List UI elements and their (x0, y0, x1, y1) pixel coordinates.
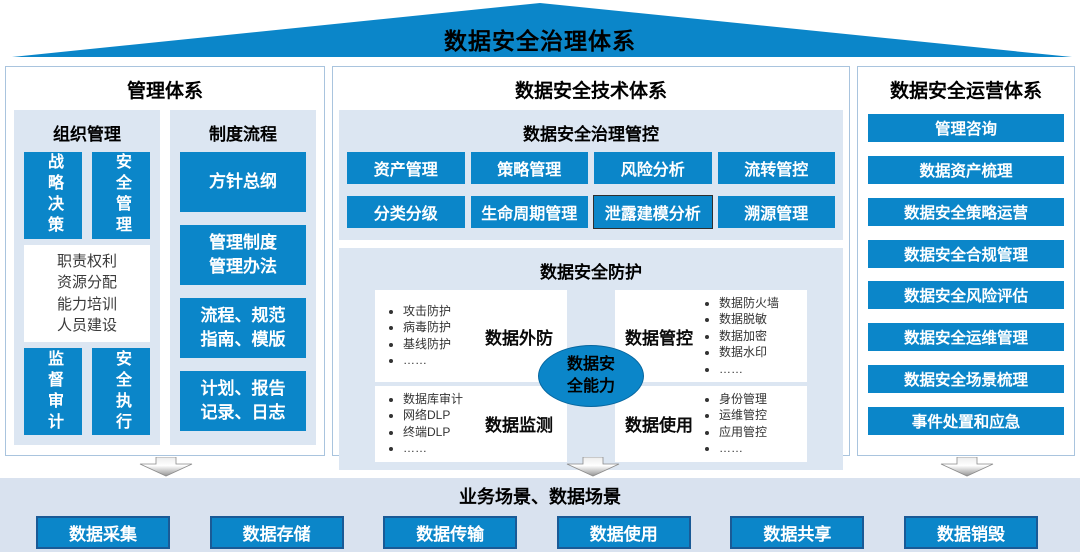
bottom-band: 业务场景、数据场景 数据采集 数据存储 数据传输 数据使用 数据共享 数据销毁 (0, 478, 1080, 552)
classification-grading-button: 分类分级 (347, 196, 465, 228)
bullet-item: 数据库审计 (403, 392, 477, 407)
govern-section: 数据安全治理管控 资产管理 策略管理 风险分析 流转管控 分类分级 生命周期管理… (339, 110, 843, 240)
policy-management-button: 策略管理 (470, 152, 588, 184)
top-banner: 数据安全治理体系 (0, 0, 1080, 58)
protect-quadrants: 攻击防护 病毒防护 基线防护 …… 数据外防 数据管控 数据防火墙 数据脱敏 数… (375, 290, 807, 462)
org-top-row: 战略决策 安全管理 (24, 152, 150, 239)
org-management-title: 组织管理 (53, 125, 121, 144)
data-sharing-button: 数据共享 (730, 516, 865, 549)
data-control-box: 数据管控 数据防火墙 数据脱敏 数据加密 数据水印 …… (615, 290, 807, 382)
data-monitoring-box: 数据库审计 网络DLP 终端DLP …… 数据监测 (375, 386, 567, 462)
bottom-band-title: 业务场景、数据场景 (459, 487, 621, 507)
main-row: 管理体系 组织管理 战略决策 安全管理 职责权利 资源分配 能力培训 人员建设 … (5, 66, 1075, 470)
banner-triangle-shape (12, 3, 1072, 57)
data-monitoring-label: 数据监测 (485, 416, 553, 436)
management-consulting-button: 管理咨询 (868, 114, 1064, 142)
data-usage-list: 身份管理 运维管控 应用管控 …… (701, 390, 797, 458)
bullet-item: …… (403, 353, 477, 368)
leak-modeling-analysis-button: 泄露建模分析 (593, 195, 713, 229)
external-defense-label: 数据外防 (485, 328, 553, 348)
data-transmission-button: 数据传输 (383, 516, 518, 549)
process-button-list: 方针总纲 管理制度 管理办法 流程、规范 指南、模版 计划、报告 记录、日志 (180, 152, 306, 431)
plan-report-button: 计划、报告 记录、日志 (180, 371, 306, 431)
data-destruction-button: 数据销毁 (903, 516, 1038, 549)
bullet-item: 病毒防护 (403, 320, 477, 335)
bullet-item: 数据脱敏 (719, 312, 797, 327)
security-management-button: 安全管理 (92, 152, 150, 239)
strategy-decision-button: 战略决策 (24, 152, 82, 239)
tech-panel-title: 数据安全技术体系 (514, 81, 667, 102)
data-monitoring-list: 数据库审计 网络DLP 终端DLP …… (385, 390, 477, 458)
down-arrow-icon (139, 457, 193, 477)
flow-control-button: 流转管控 (717, 152, 835, 184)
org-management-section: 组织管理 战略决策 安全管理 职责权利 资源分配 能力培训 人员建设 监督审计 … (14, 110, 160, 445)
data-security-capability-ellipse: 数据安 全能力 (538, 344, 644, 407)
process-specification-button: 流程、规范 指南、模版 (180, 298, 306, 358)
bullet-item: …… (403, 441, 477, 456)
tech-panel: 数据安全技术体系 数据安全治理管控 资产管理 策略管理 风险分析 流转管控 分类… (332, 66, 850, 470)
data-storage-button: 数据存储 (209, 516, 344, 549)
asset-management-button: 资产管理 (347, 152, 465, 184)
bullet-item: 网络DLP (403, 408, 477, 423)
data-usage-button: 数据使用 (556, 516, 691, 549)
om-management-button: 数据安全运维管理 (868, 323, 1064, 352)
lifecycle-management-button: 生命周期管理 (470, 196, 588, 228)
policy-outline-button: 方针总纲 (180, 152, 306, 212)
data-usage-label: 数据使用 (625, 416, 693, 436)
management-system-button: 管理制度 管理办法 (180, 225, 306, 285)
external-defense-box: 攻击防护 病毒防护 基线防护 …… 数据外防 (375, 290, 567, 382)
traceability-management-button: 溯源管理 (717, 196, 835, 228)
ops-panel-title: 数据安全运营体系 (889, 81, 1042, 102)
govern-section-title: 数据安全治理管控 (523, 125, 659, 144)
data-usage-box: 数据使用 身份管理 运维管控 应用管控 …… (615, 386, 807, 462)
data-asset-sorting-button: 数据资产梳理 (868, 155, 1064, 184)
arrows-row (0, 456, 1080, 478)
process-section-title: 制度流程 (209, 125, 277, 144)
bullet-item: 数据加密 (719, 329, 797, 344)
down-arrow-icon (566, 457, 620, 477)
bullet-item: 身份管理 (719, 392, 797, 407)
govern-button-grid: 资产管理 策略管理 风险分析 流转管控 分类分级 生命周期管理 泄露建模分析 溯… (347, 152, 835, 229)
org-responsibilities-box: 职责权利 资源分配 能力培训 人员建设 (24, 244, 150, 343)
data-control-list: 数据防火墙 数据脱敏 数据加密 数据水印 …… (701, 294, 797, 378)
process-section: 制度流程 方针总纲 管理制度 管理办法 流程、规范 指南、模版 计划、报告 记录… (170, 110, 316, 445)
protect-section-title: 数据安全防护 (540, 263, 642, 282)
compliance-management-button: 数据安全合规管理 (868, 239, 1064, 268)
bottom-band-buttons: 数据采集 数据存储 数据传输 数据使用 数据共享 数据销毁 (36, 516, 1038, 549)
bullet-item: …… (719, 362, 797, 377)
risk-analysis-button: 风险分析 (594, 152, 712, 184)
bullet-item: 终端DLP (403, 425, 477, 440)
risk-assessment-button: 数据安全风险评估 (868, 281, 1064, 310)
management-panel: 管理体系 组织管理 战略决策 安全管理 职责权利 资源分配 能力培训 人员建设 … (5, 66, 325, 456)
management-panel-body: 组织管理 战略决策 安全管理 职责权利 资源分配 能力培训 人员建设 监督审计 … (6, 110, 324, 455)
bullet-item: 运维管控 (719, 408, 797, 423)
bullet-item: 数据防火墙 (719, 296, 797, 311)
bullet-item: 攻击防护 (403, 304, 477, 319)
ops-button-list: 管理咨询 数据资产梳理 数据安全策略运营 数据安全合规管理 数据安全风险评估 数… (858, 110, 1074, 455)
bullet-item: 数据水印 (719, 345, 797, 360)
data-control-label: 数据管控 (625, 328, 693, 348)
protect-section: 数据安全防护 攻击防护 病毒防护 基线防护 …… 数据外防 数据管控 (339, 248, 843, 470)
supervision-audit-button: 监督审计 (24, 348, 82, 435)
down-arrow-icon (940, 457, 994, 477)
bullet-item: …… (719, 441, 797, 456)
diagram-title: 数据安全治理体系 (444, 28, 636, 54)
external-defense-list: 攻击防护 病毒防护 基线防护 …… (385, 302, 477, 370)
strategy-operation-button: 数据安全策略运营 (868, 197, 1064, 226)
management-panel-title: 管理体系 (126, 81, 203, 102)
security-execution-button: 安全执行 (92, 348, 150, 435)
ops-panel: 数据安全运营体系 管理咨询 数据资产梳理 数据安全策略运营 数据安全合规管理 数… (857, 66, 1075, 456)
org-bottom-row: 监督审计 安全执行 (24, 348, 150, 435)
incident-response-button: 事件处置和应急 (868, 406, 1064, 435)
data-collection-button: 数据采集 (36, 516, 170, 549)
scenario-sorting-button: 数据安全场景梳理 (868, 365, 1064, 394)
bullet-item: 基线防护 (403, 337, 477, 352)
bullet-item: 应用管控 (719, 425, 797, 440)
